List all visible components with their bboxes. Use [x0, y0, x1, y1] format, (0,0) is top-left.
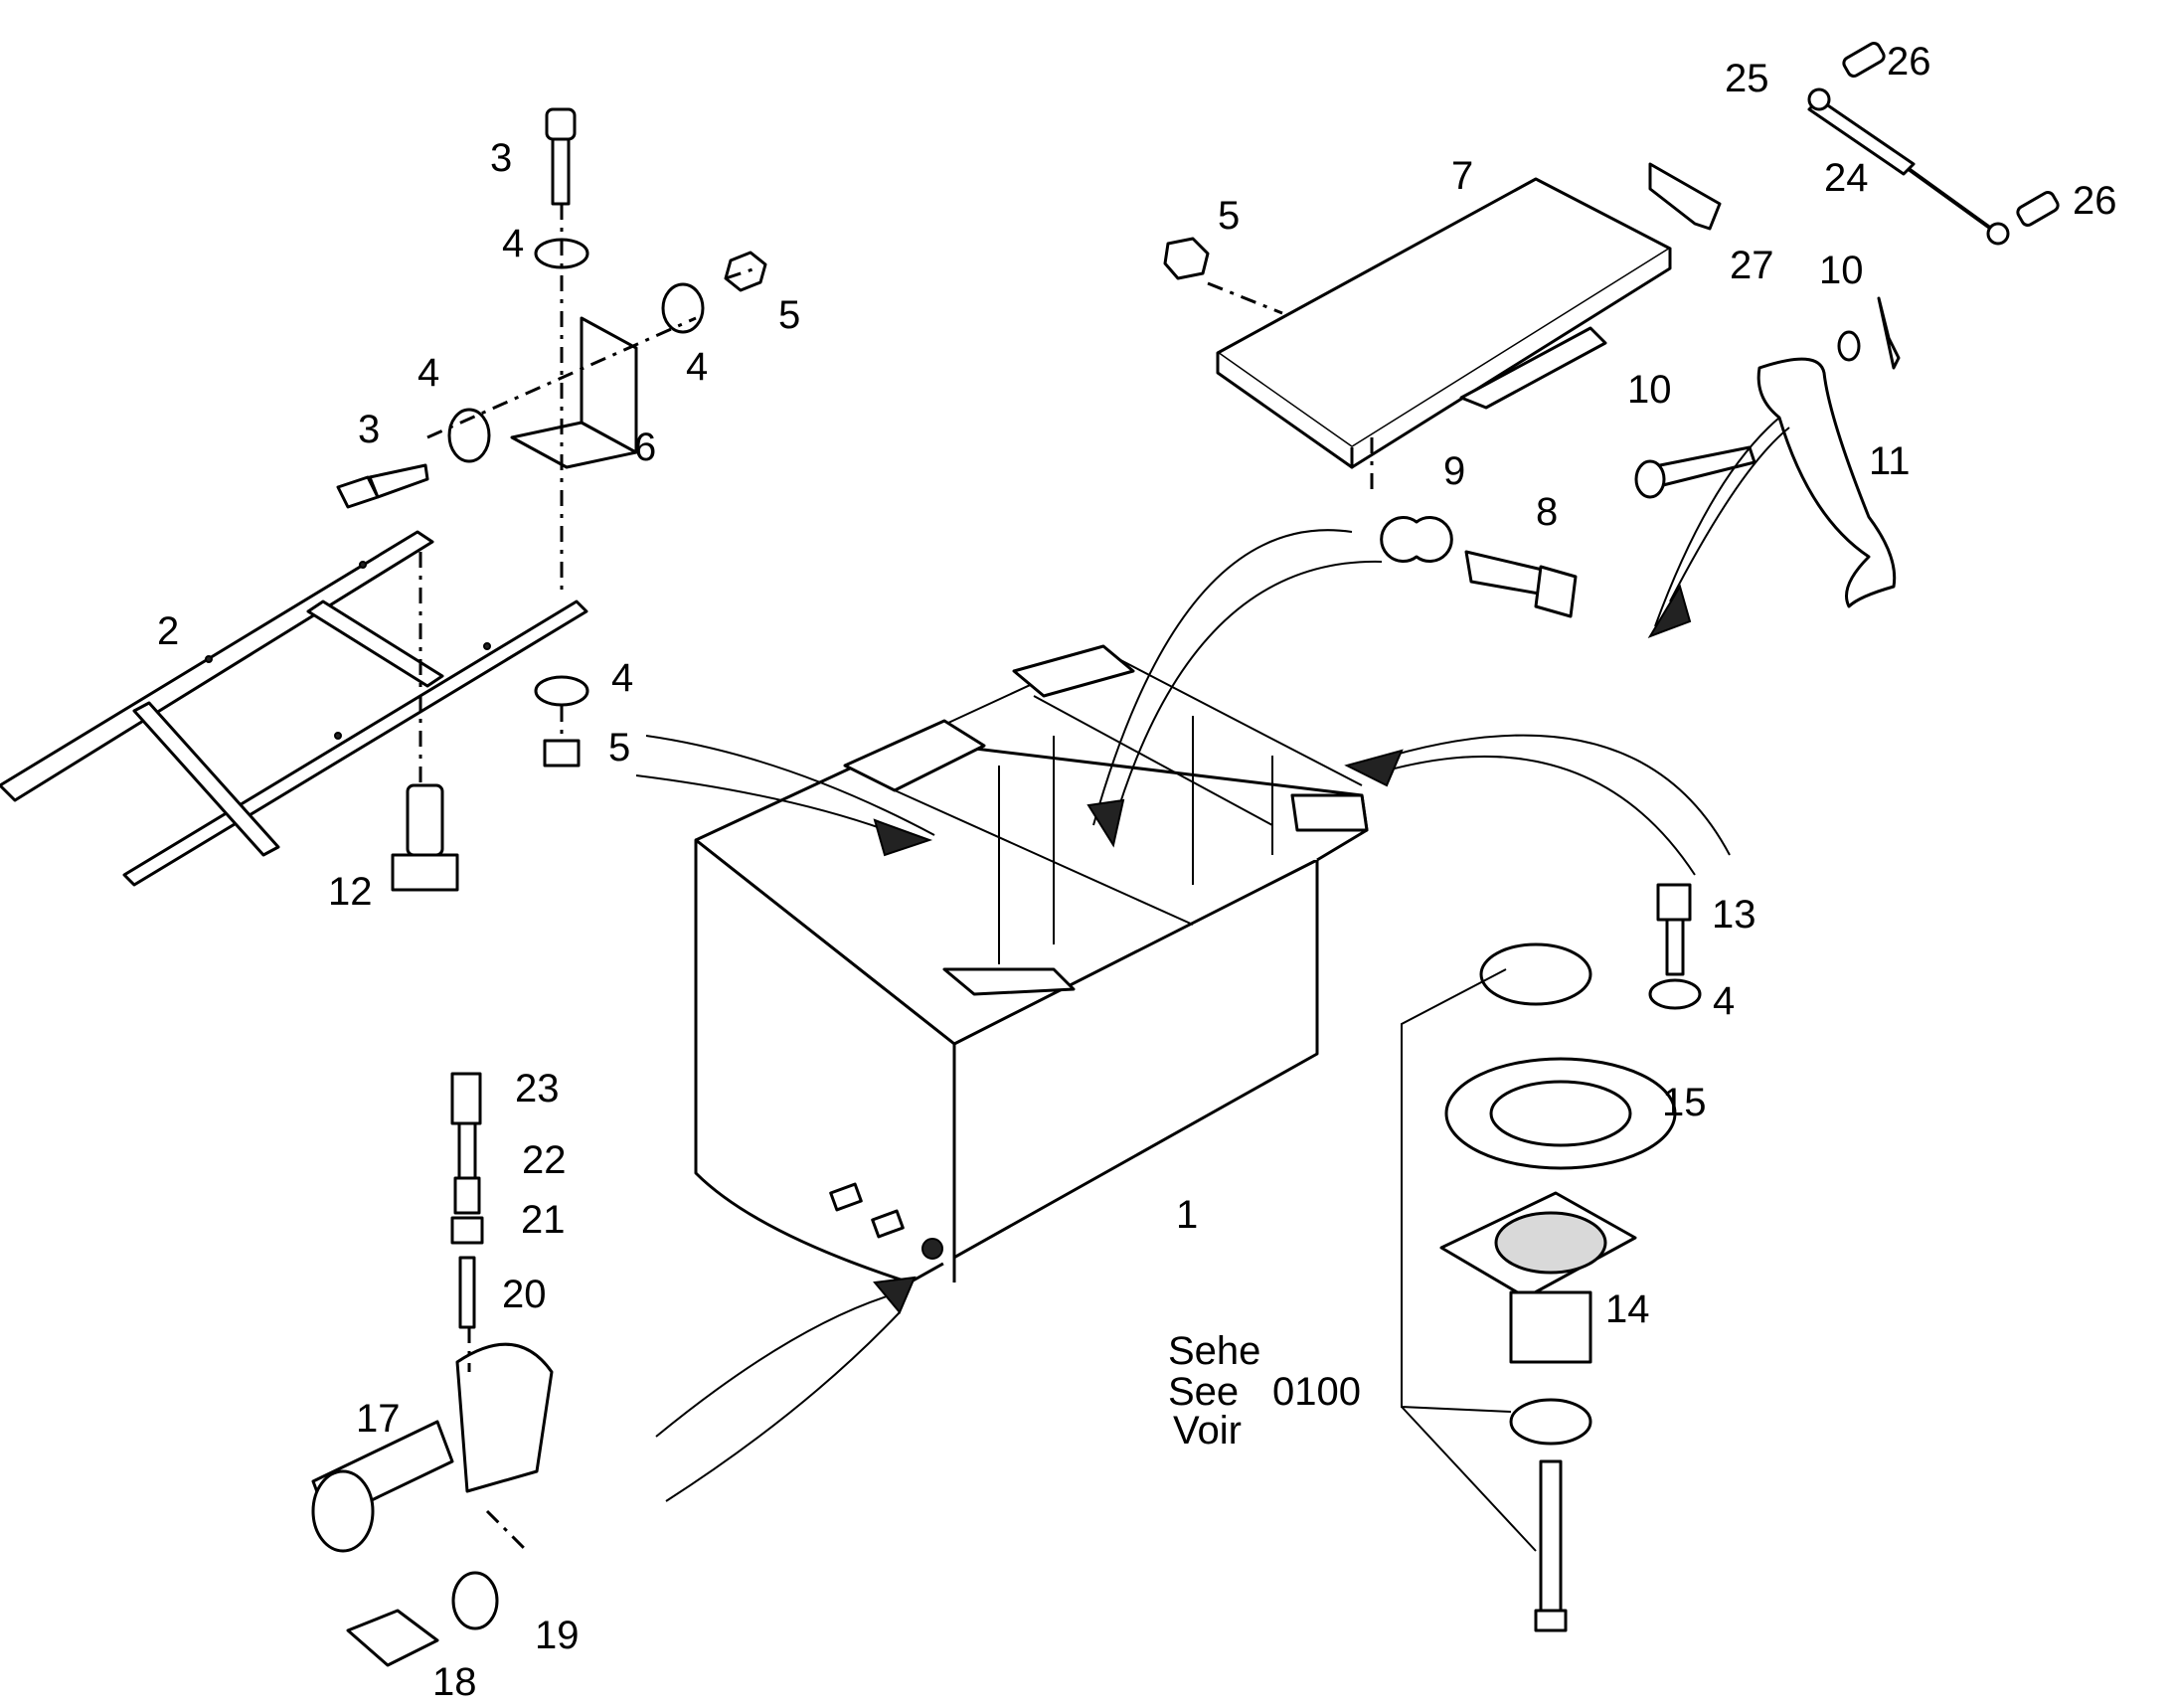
label-part-12: 12 — [328, 870, 373, 914]
label-part-20: 20 — [502, 1273, 547, 1316]
mount-assembly — [1401, 883, 1702, 1632]
label-part-26b: 26 — [2073, 179, 2117, 223]
label-part-23: 23 — [515, 1067, 560, 1110]
label-part-15: 15 — [1662, 1081, 1707, 1124]
label-part-14: 14 — [1605, 1287, 1650, 1331]
label-part-24: 24 — [1824, 156, 1869, 200]
label-part-6: 6 — [634, 426, 656, 469]
label-part-10b: 10 — [1627, 368, 1672, 412]
label-part-5c: 5 — [1218, 194, 1240, 238]
note-line-voir: Voir — [1173, 1409, 1242, 1452]
arrows — [635, 417, 1790, 1502]
label-part-3a: 3 — [490, 136, 512, 180]
reference-note: Sehe See 0100 Voir — [1168, 1329, 1361, 1452]
label-part-10a: 10 — [1819, 249, 1864, 292]
label-part-8: 8 — [1536, 490, 1558, 534]
label-part-4c: 4 — [686, 345, 708, 389]
label-part-2: 2 — [157, 609, 179, 653]
label-part-9: 9 — [1443, 449, 1465, 493]
ladder-frame — [0, 530, 588, 887]
part-labels: 1 2 3 3 4 4 4 4 4 5 5 5 6 7 8 9 10 10 11… — [157, 40, 2117, 1704]
label-part-5b: 5 — [608, 726, 630, 769]
label-part-19: 19 — [535, 1614, 580, 1657]
note-line-sehe: Sehe — [1168, 1329, 1260, 1373]
lever-handle-assembly — [1634, 296, 1901, 608]
label-part-1: 1 — [1176, 1193, 1198, 1237]
housing-box — [694, 644, 1369, 1284]
label-part-4e: 4 — [1713, 979, 1735, 1023]
label-part-11: 11 — [1869, 439, 1911, 483]
label-part-3b: 3 — [358, 408, 380, 451]
label-part-13: 13 — [1712, 893, 1756, 937]
label-part-27: 27 — [1730, 244, 1774, 287]
label-part-21: 21 — [521, 1198, 566, 1242]
label-part-25: 25 — [1725, 57, 1769, 100]
label-part-4d: 4 — [611, 656, 633, 700]
note-ref-number: 0100 — [1272, 1370, 1361, 1414]
gas-strut-assembly — [1807, 42, 2060, 246]
label-part-4b: 4 — [418, 351, 439, 395]
lid-assembly — [1163, 162, 1722, 618]
note-line-see: See — [1168, 1370, 1239, 1414]
cable-gland-assembly — [311, 1072, 554, 1667]
label-part-5a: 5 — [778, 293, 800, 337]
label-part-26a: 26 — [1887, 40, 1931, 84]
label-part-18: 18 — [432, 1660, 477, 1703]
label-part-22: 22 — [522, 1138, 567, 1182]
label-part-4a: 4 — [502, 222, 524, 265]
label-part-17: 17 — [356, 1397, 401, 1441]
label-part-7: 7 — [1451, 154, 1473, 198]
bracket-assembly — [336, 107, 767, 892]
